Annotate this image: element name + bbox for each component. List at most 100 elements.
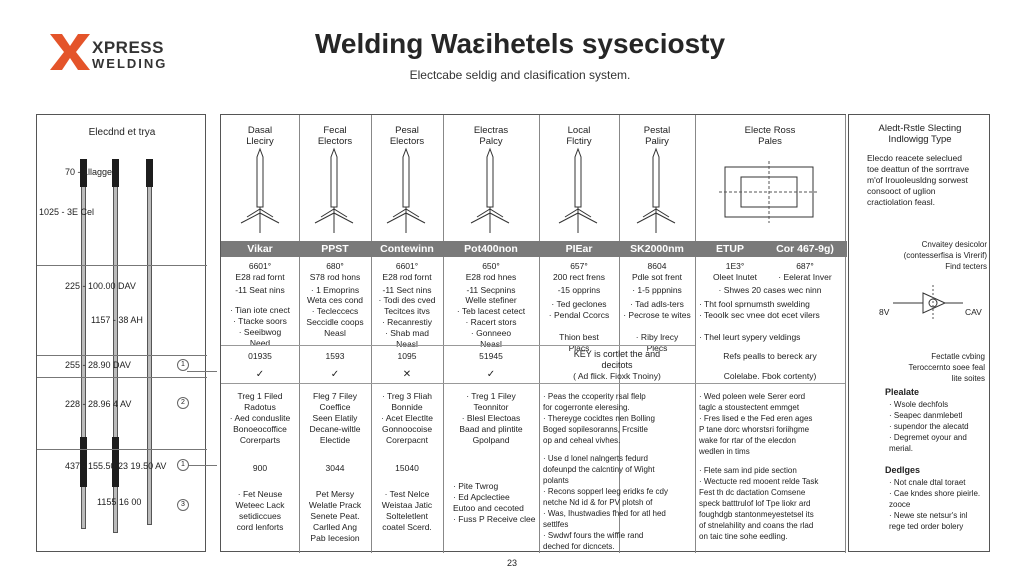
col-head-7: Electe Ross Pales — [744, 125, 796, 147]
cell-r3-c1: · Tian iote cnect · Ttacke soors · Seeib… — [229, 305, 290, 348]
cell-r1-c4: 650° E28 rod hnes — [465, 261, 517, 282]
rod-cap-1b — [80, 437, 87, 487]
footer-note: Fectatle cvbing Teroccernto soee feal li… — [908, 352, 986, 383]
cell-r1-c8: 687° · Eelerat Inver — [778, 261, 832, 282]
rod-cap-3 — [146, 159, 153, 187]
rod-label-6: 228 - 28.96 4 AV — [65, 399, 132, 409]
column-divider — [845, 115, 846, 553]
cell-r1-c7: 1E3° Oleet Inutet — [713, 261, 757, 282]
col-head-5: Local Flctiry — [566, 125, 592, 147]
cell-r4-c7: Refs pealls to bereck ary — [723, 351, 817, 361]
cell-r1-c6: 8604 Pdle sot frent — [631, 261, 683, 282]
rod-label-8: 1155 16 00 — [97, 497, 142, 507]
left-tag: 8V — [879, 307, 890, 317]
rod-cap-1 — [80, 159, 87, 187]
cell-r1-c3: 6601° E28 rod fornt — [382, 261, 432, 282]
header-band — [221, 241, 847, 257]
row-divider — [221, 383, 845, 384]
check-mark: ✓ — [255, 369, 265, 380]
right-panel-description: Elecdo reacete seleclued toe deattun of … — [867, 153, 970, 207]
cell-r1-c5: 657° 200 rect frens — [553, 261, 605, 282]
cell-r2-c1: -11 Seat nins — [235, 285, 285, 295]
check-mark: ✓ — [330, 369, 340, 380]
brand-logo: XPRESS WELDING — [48, 30, 198, 74]
rod-label-3: 225 - 100.00 DAV — [65, 281, 136, 291]
col-head-3: Pesal Electors — [389, 125, 425, 147]
rod-cap-2b — [112, 437, 119, 487]
leader-line — [187, 371, 217, 372]
section1-title: Plealate — [885, 387, 920, 397]
column-divider — [619, 115, 620, 553]
cell-r6-c7: · Wed poleen wele Serer eord taglc a sto… — [699, 392, 813, 456]
cell-r2-c3: -11 Sect nins — [382, 285, 432, 295]
cell-r4-c1: 01935 — [248, 351, 272, 361]
key-hint: ( Ad flick. Fioxk Tnoiny) — [573, 371, 661, 381]
row-divider — [37, 449, 207, 450]
electrode-drawing-2 — [314, 147, 354, 233]
cell-r8-c2: Pet Mersy Welatle Prack Senete Peat. Car… — [308, 489, 362, 543]
cell-r1-c2: 680° S78 rod hons — [309, 261, 361, 282]
row-divider — [37, 265, 207, 266]
electrode-drawing-6 — [636, 147, 676, 233]
electrode-drawing-5 — [558, 147, 598, 233]
marker-circle: 3 — [177, 499, 189, 511]
cell-r5-c7: Colelabe. Fbok cortenty) — [723, 371, 817, 381]
cell-r6-c2: Fleg 7 Filey Coeffice Seen Elatily Decan… — [309, 391, 361, 445]
cell-r3-c7: · Tht fool sprnumsth swelding · Teoolk s… — [699, 299, 820, 342]
right-panel-title: Aledt-Rstle Slecting Indlowigg Type — [878, 123, 962, 145]
key-note: KEY is cortlet the and decitots — [573, 349, 661, 370]
rod-label-4: 1157 - 38 AH — [91, 315, 143, 325]
classification-table: Dasal Lleciry Fecal Electors Pesal Elect… — [220, 114, 847, 553]
logo-top-text: XPRESS — [92, 38, 164, 57]
cell-r2-c7: · Shwes 20 cases wec ninn — [718, 285, 822, 295]
cell-r3-c6: · Tad adls-ters · Pecrose te wites · Rib… — [623, 299, 691, 353]
marker-circle: 1 — [177, 359, 189, 371]
cell-r1-c1: 6601° E28 rad fornt — [235, 261, 285, 282]
band-cell-1: Vikar — [247, 243, 273, 255]
page-title: Welding Waεihetels syseciosty — [314, 28, 726, 59]
cell-r7-c3: 15040 — [395, 463, 419, 473]
cell-r2-c5: -15 opprins — [557, 285, 601, 295]
leader-line — [187, 465, 217, 466]
cell-r4-c2: 1593 — [325, 351, 345, 361]
marker-circle: 1 — [177, 459, 189, 471]
rod-label-7: 437 - 155.50 23 19.50 AV — [65, 461, 167, 471]
band-cell-4: Pot400non — [464, 243, 518, 255]
page-subtitle: Electcabe seldig and clasification syste… — [409, 68, 631, 82]
cell-r7-c5: · Use d lonel nalngerts fedurd dofeunpd … — [543, 454, 668, 551]
check-mark: ✓ — [486, 369, 496, 380]
cell-r4-c4: 51945 — [479, 351, 503, 361]
row-divider — [221, 345, 695, 346]
column-divider — [299, 115, 300, 553]
col-head-4: Electras Palcy — [473, 125, 509, 147]
cell-r6-c3: · Treg 3 Fliah Bonnide · Acet Electlte G… — [381, 391, 433, 445]
cell-r2-c4: -11 Secpnins — [466, 285, 516, 295]
cross-mark: ✕ — [402, 369, 412, 380]
cell-r3-c3: · Todi des cved Tecitces itvs · Recanres… — [378, 295, 436, 349]
electrode-rod-panel: Elecdnd et trya 70 - 1llagge 1025 - 3E C… — [36, 114, 217, 552]
section2-items: · Not cnale dtal toraet · Cae kndes shor… — [889, 478, 981, 531]
col-head-1: Dasal Lleciry — [246, 125, 274, 147]
band-cell-6: SK2000nm — [630, 243, 684, 255]
band-cell-8: Cor 467-9g) — [776, 243, 834, 255]
electrode-drawing-3 — [386, 147, 426, 233]
electrode-drawing-4 — [470, 147, 510, 233]
logo-bottom-text: WELDING — [92, 56, 168, 71]
cell-r7-c1: 900 — [252, 463, 268, 473]
band-cell-3: Contewinn — [380, 243, 434, 255]
cell-r6-c4: · Treg 1 Filey Teonnitor · Blesl Electoa… — [459, 391, 523, 445]
column-divider — [371, 115, 372, 553]
selection-guide-panel: Aledt-Rstle Slecting Indlowigg Type Elec… — [848, 114, 990, 552]
rod-label-1: 70 - 1llagge — [65, 167, 113, 177]
cell-r3-c2: Weta ces cond · Tecleccecs Seccidle coop… — [306, 295, 364, 338]
cell-r6-c5: · Peas the ccoperity rsal flelp for coge… — [543, 392, 655, 445]
cell-r8-c3: · Test Nelce Weistaa Jatic Solteletlent … — [381, 489, 433, 532]
cell-r6-c1: Treg 1 Filed Radotus · Aed conduslite Bo… — [229, 391, 291, 445]
marker-circle: 2 — [177, 397, 189, 409]
cell-r3-c4: Welle stefiner · Teb lacest cetect · Rac… — [456, 295, 526, 349]
col-head-6: Pestal Paliry — [643, 125, 671, 147]
diagram-label: Cnvaitey desicolor (contesserfisa is Vir… — [903, 240, 987, 271]
band-cell-5: PIEar — [565, 243, 593, 255]
col-head-2: Fecal Electors — [317, 125, 353, 147]
section2-title: Dedlges — [885, 465, 921, 475]
